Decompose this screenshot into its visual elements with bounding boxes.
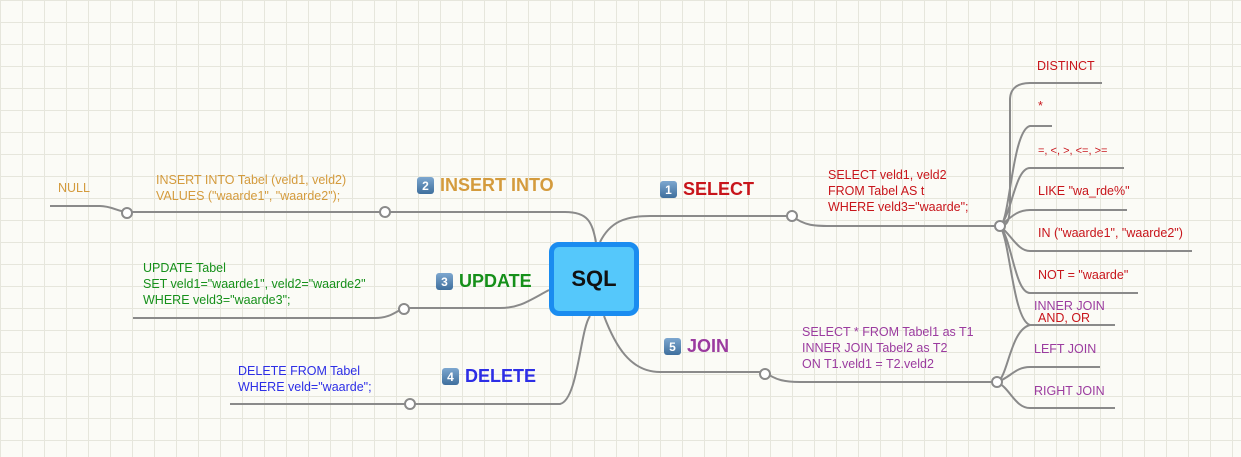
select-node-dot: [786, 210, 798, 222]
select-child-star: *: [1038, 99, 1043, 113]
insert-code: INSERT INTO Tabel (veld1, veld2) VALUES …: [156, 173, 347, 203]
update-node-dot: [398, 303, 410, 315]
number-badge-icon: 1: [660, 181, 677, 198]
select-child-in: IN ("waarde1", "waarde2"): [1038, 226, 1183, 240]
select-child-distinct: DISTINCT: [1037, 59, 1095, 73]
select-child-and-or: AND, OR: [1038, 311, 1091, 325]
delete-label: DELETE: [465, 366, 537, 386]
select-branch[interactable]: 1 SELECT: [660, 179, 754, 200]
null-node-dot: [121, 207, 133, 219]
insert-child-null: NULL: [58, 181, 90, 195]
join-node-dot: [759, 368, 771, 380]
number-badge-icon: 3: [436, 273, 453, 290]
number-badge-icon: 2: [417, 177, 434, 194]
select-code: SELECT veld1, veld2 FROM Tabel AS t WHER…: [828, 168, 969, 214]
update-label: UPDATE: [459, 271, 532, 291]
update-code: UPDATE Tabel SET veld1="waarde1", veld2=…: [143, 261, 366, 307]
select-child-operators: =, <, >, <=, >=: [1038, 145, 1108, 157]
delete-node-dot: [404, 398, 416, 410]
select-label: SELECT: [683, 179, 755, 199]
join-branch[interactable]: 5 JOIN: [664, 336, 729, 357]
join-child-inner: INNER JOIN: [1034, 299, 1105, 313]
update-branch[interactable]: 3 UPDATE: [436, 271, 532, 292]
insert-node-dot: [379, 206, 391, 218]
delete-code: DELETE FROM Tabel WHERE veld="waarde";: [238, 364, 372, 394]
join-children-dot: [991, 376, 1003, 388]
number-badge-icon: 4: [442, 368, 459, 385]
insert-into-branch[interactable]: 2 INSERT INTO: [417, 175, 554, 196]
select-children-dot: [994, 220, 1006, 232]
insert-into-label: INSERT INTO: [440, 175, 554, 195]
join-label: JOIN: [687, 336, 730, 356]
join-child-right: RIGHT JOIN: [1034, 384, 1105, 398]
delete-branch[interactable]: 4 DELETE: [442, 366, 536, 387]
join-child-left: LEFT JOIN: [1034, 342, 1097, 356]
select-child-like: LIKE "wa_rde%": [1038, 184, 1130, 198]
join-code: SELECT * FROM Tabel1 as T1 INNER JOIN Ta…: [802, 325, 974, 371]
select-child-not: NOT = "waarde": [1038, 268, 1129, 282]
number-badge-icon: 5: [664, 338, 681, 355]
root-node-sql[interactable]: SQL: [549, 242, 639, 316]
